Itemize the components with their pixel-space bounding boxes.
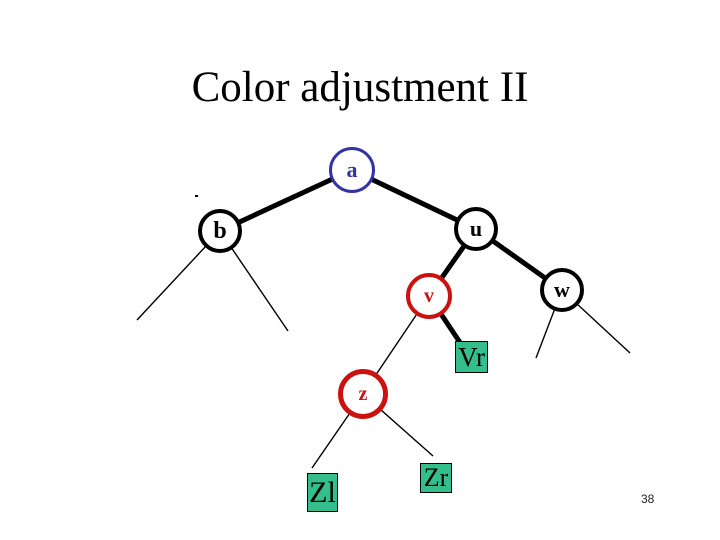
node-Vr-label: Vr — [458, 341, 485, 372]
node-Zr-label: Zr — [423, 463, 449, 492]
node-Zl-label: Zl — [309, 475, 336, 509]
stray-mark — [195, 195, 198, 197]
slide-title: Color adjustment II — [191, 64, 529, 111]
page-number: 38 — [641, 492, 655, 506]
node-a: a — [329, 147, 375, 193]
edge-a-b — [217, 167, 355, 234]
node-w: w — [540, 268, 584, 312]
node-b-label: b — [213, 218, 227, 244]
node-u-label: u — [469, 216, 483, 241]
node-Zr: Zr — [420, 463, 452, 493]
node-Vr: Vr — [455, 341, 488, 373]
node-b: b — [198, 209, 242, 253]
node-u: u — [454, 207, 498, 251]
node-a-label: a — [346, 157, 358, 182]
node-v: v — [406, 273, 452, 319]
node-v-label: v — [424, 285, 434, 307]
node-Zl: Zl — [307, 473, 338, 512]
node-z-label: z — [358, 383, 368, 405]
node-w-label: w — [554, 277, 570, 302]
node-z: z — [338, 369, 388, 419]
